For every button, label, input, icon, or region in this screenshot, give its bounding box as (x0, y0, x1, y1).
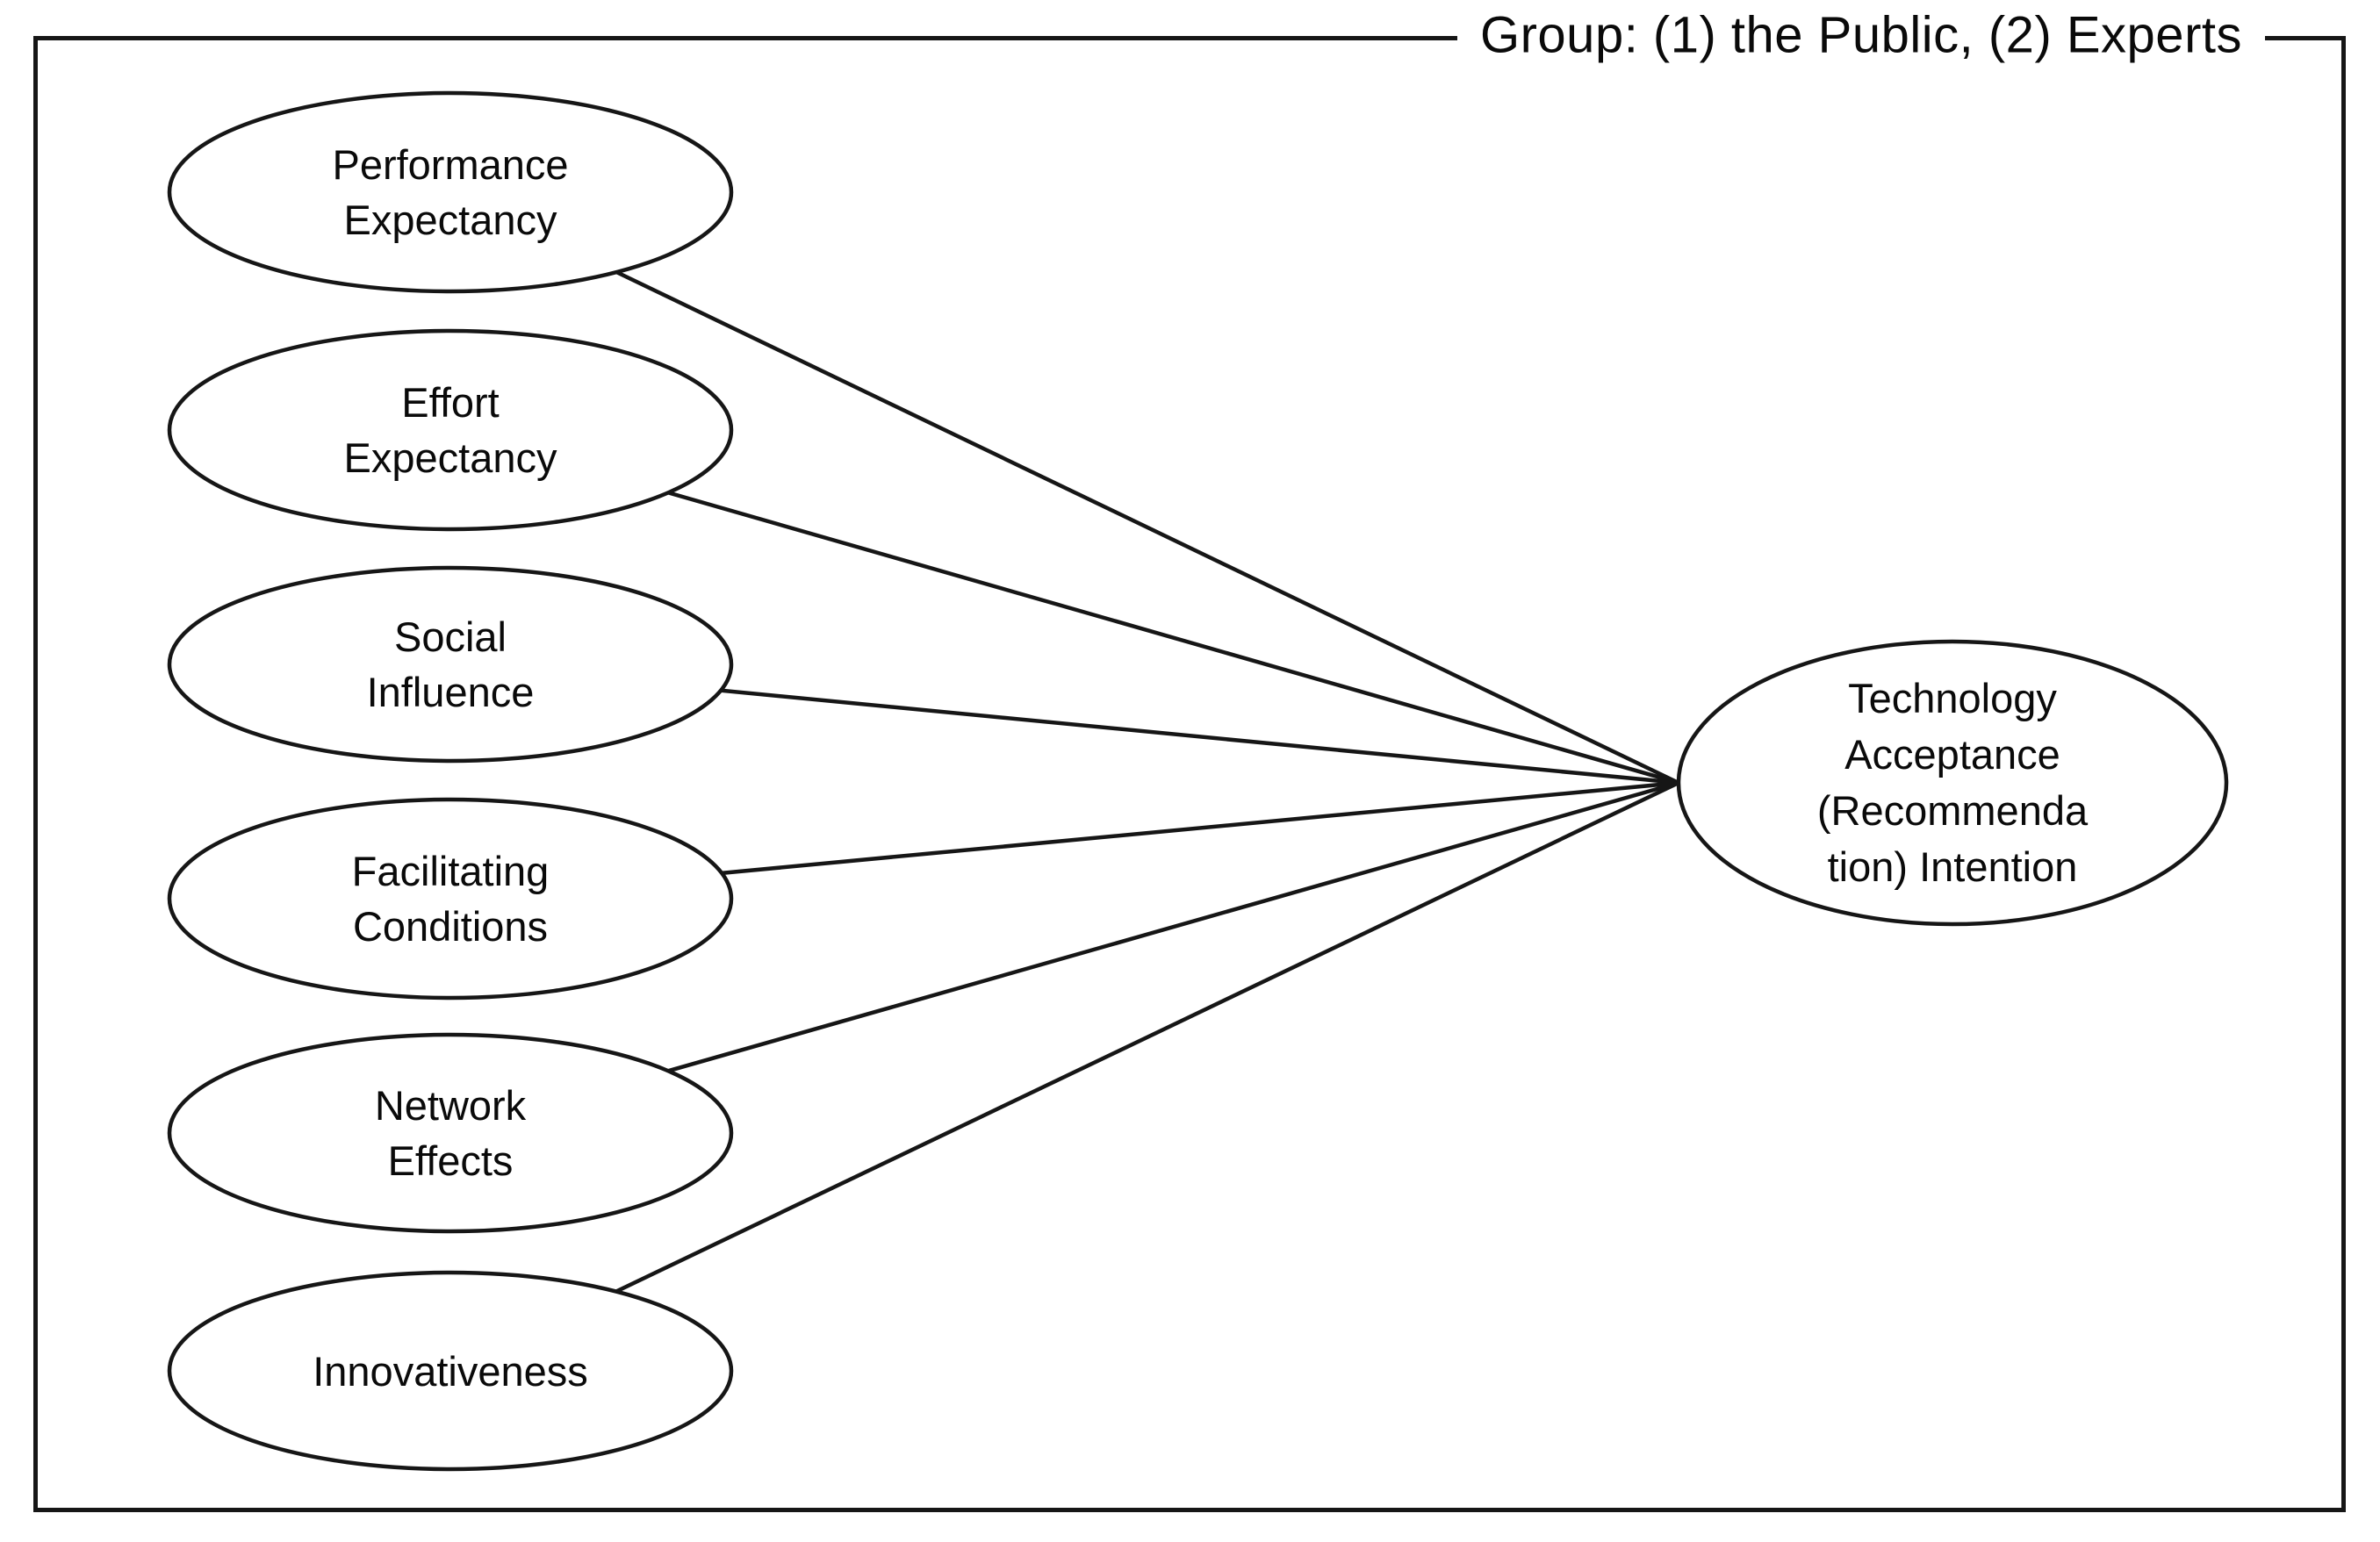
node-ellipse-technology-acceptance-intention (1676, 639, 2229, 927)
node-ellipse-effort-expectancy (167, 328, 734, 532)
node-ellipse-facilitating-conditions (167, 797, 734, 1001)
node-ellipse-social-influence (167, 565, 734, 764)
node-ellipse-network-effects (167, 1032, 734, 1234)
node-ellipse-performance-expectancy (167, 90, 734, 294)
frame-border (33, 36, 2346, 1512)
node-ellipse-innovativeness (167, 1270, 734, 1472)
edge-performance-expectancy (449, 190, 1679, 785)
edge-innovativeness (449, 780, 1679, 1373)
group-label: Group: (1) the Public, (2) Experts (1457, 0, 2265, 70)
